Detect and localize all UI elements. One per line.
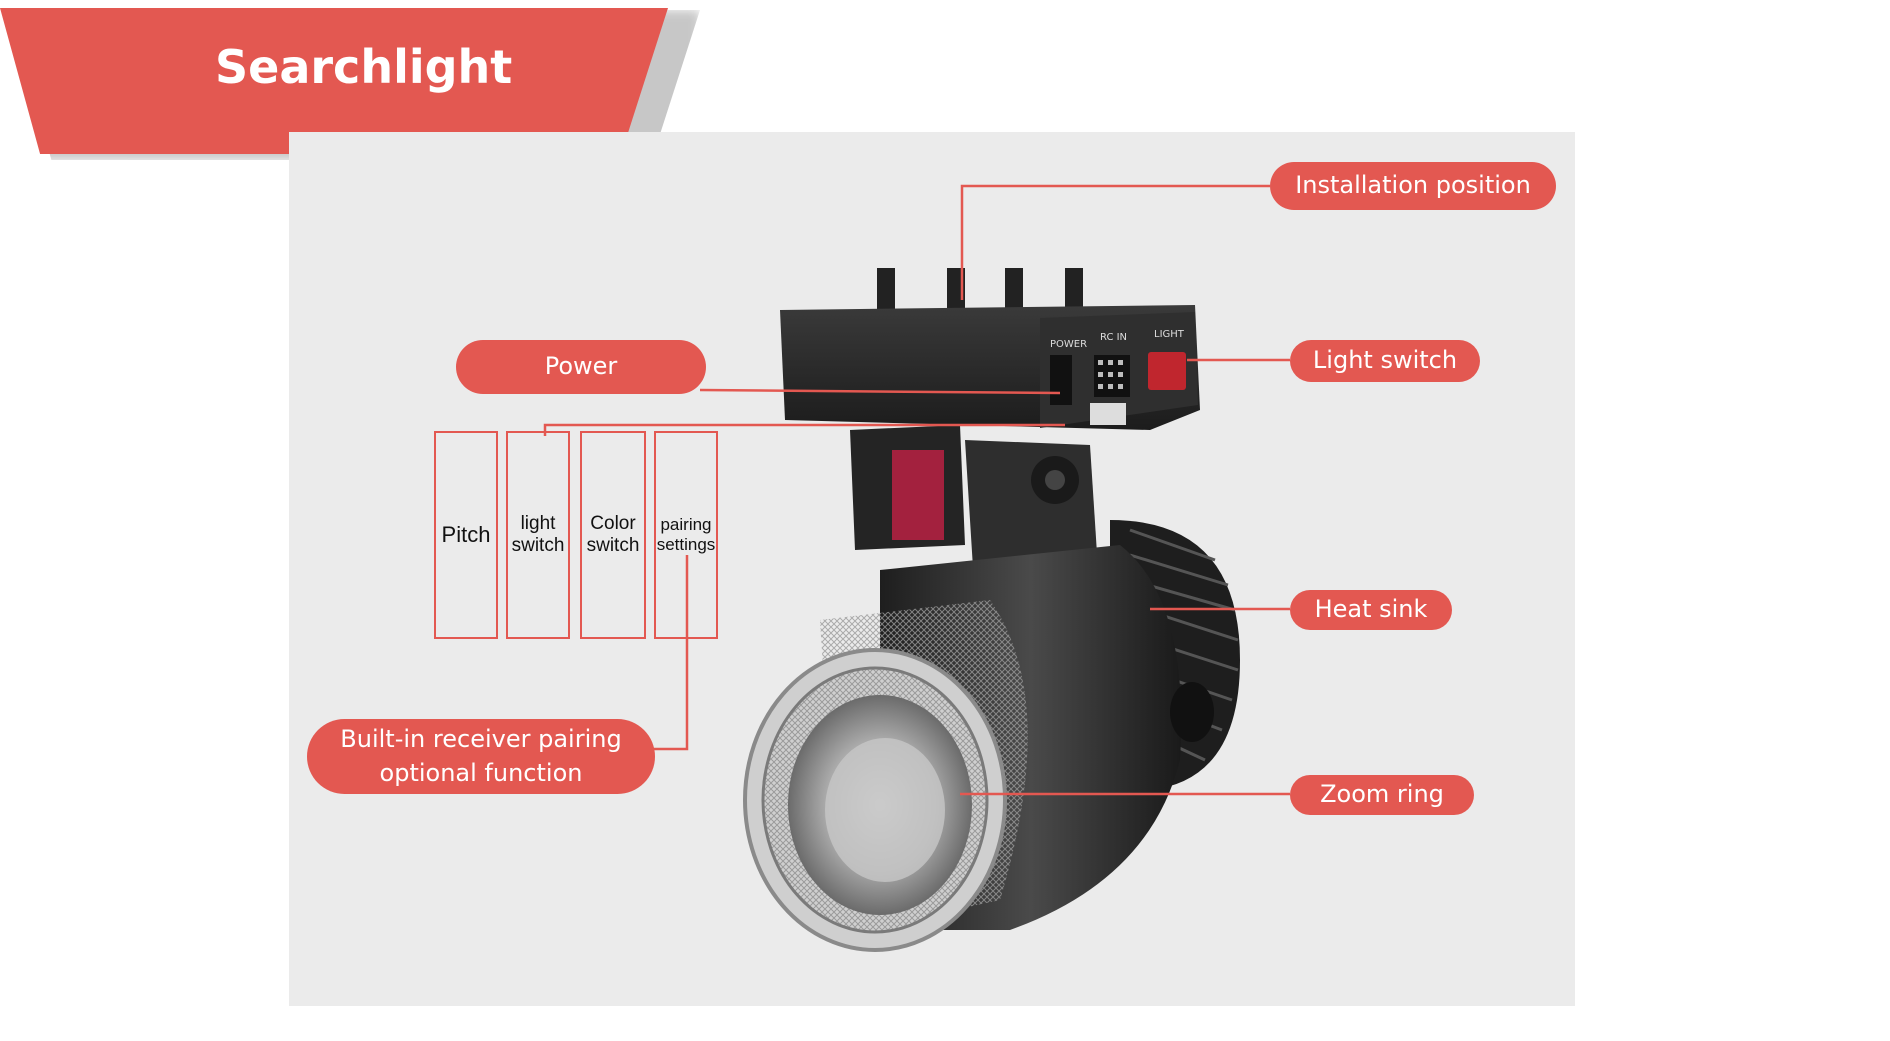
- dip-label-color-line1: Color: [590, 513, 636, 534]
- callout-heat-sink: Heat sink: [1290, 590, 1452, 630]
- dip-label-pairing-line2: settings: [656, 535, 716, 554]
- dip-label-pairing-line1: pairing: [660, 515, 712, 534]
- control-box: POWER RC IN LIGHT: [780, 305, 1200, 430]
- callout-receiver-line2: optional function: [379, 758, 583, 787]
- dip-label-light-switch: light switch: [506, 431, 570, 639]
- callout-light-switch: Light switch: [1290, 340, 1480, 382]
- dip-label-color-switch: Color switch: [580, 431, 646, 639]
- callout-receiver-pairing: Built-in receiver pairing optional funct…: [307, 719, 655, 794]
- panel-label-light: LIGHT: [1154, 329, 1185, 340]
- callout-power: Power: [456, 340, 706, 394]
- dip-label-pairing-settings: pairing settings: [654, 431, 718, 639]
- panel-label-power: POWER: [1050, 339, 1087, 350]
- dip-label-light-line2: switch: [511, 535, 565, 556]
- dip-label-pitch: Pitch: [434, 431, 498, 639]
- dip-label-pitch-text: Pitch: [441, 522, 491, 547]
- dip-label-color-line2: switch: [586, 535, 640, 556]
- title-banner: [0, 8, 668, 154]
- installation-posts: [877, 268, 1083, 310]
- callout-installation-position: Installation position: [1270, 162, 1556, 210]
- panel-label-rc-in: RC IN: [1100, 332, 1127, 343]
- callout-receiver-line1: Built-in receiver pairing: [340, 724, 622, 753]
- dip-label-light-line1: light: [520, 513, 556, 534]
- zoom-ring-lens: [743, 648, 1007, 952]
- callout-zoom-ring: Zoom ring: [1290, 775, 1474, 815]
- page-title: Searchlight: [215, 40, 513, 94]
